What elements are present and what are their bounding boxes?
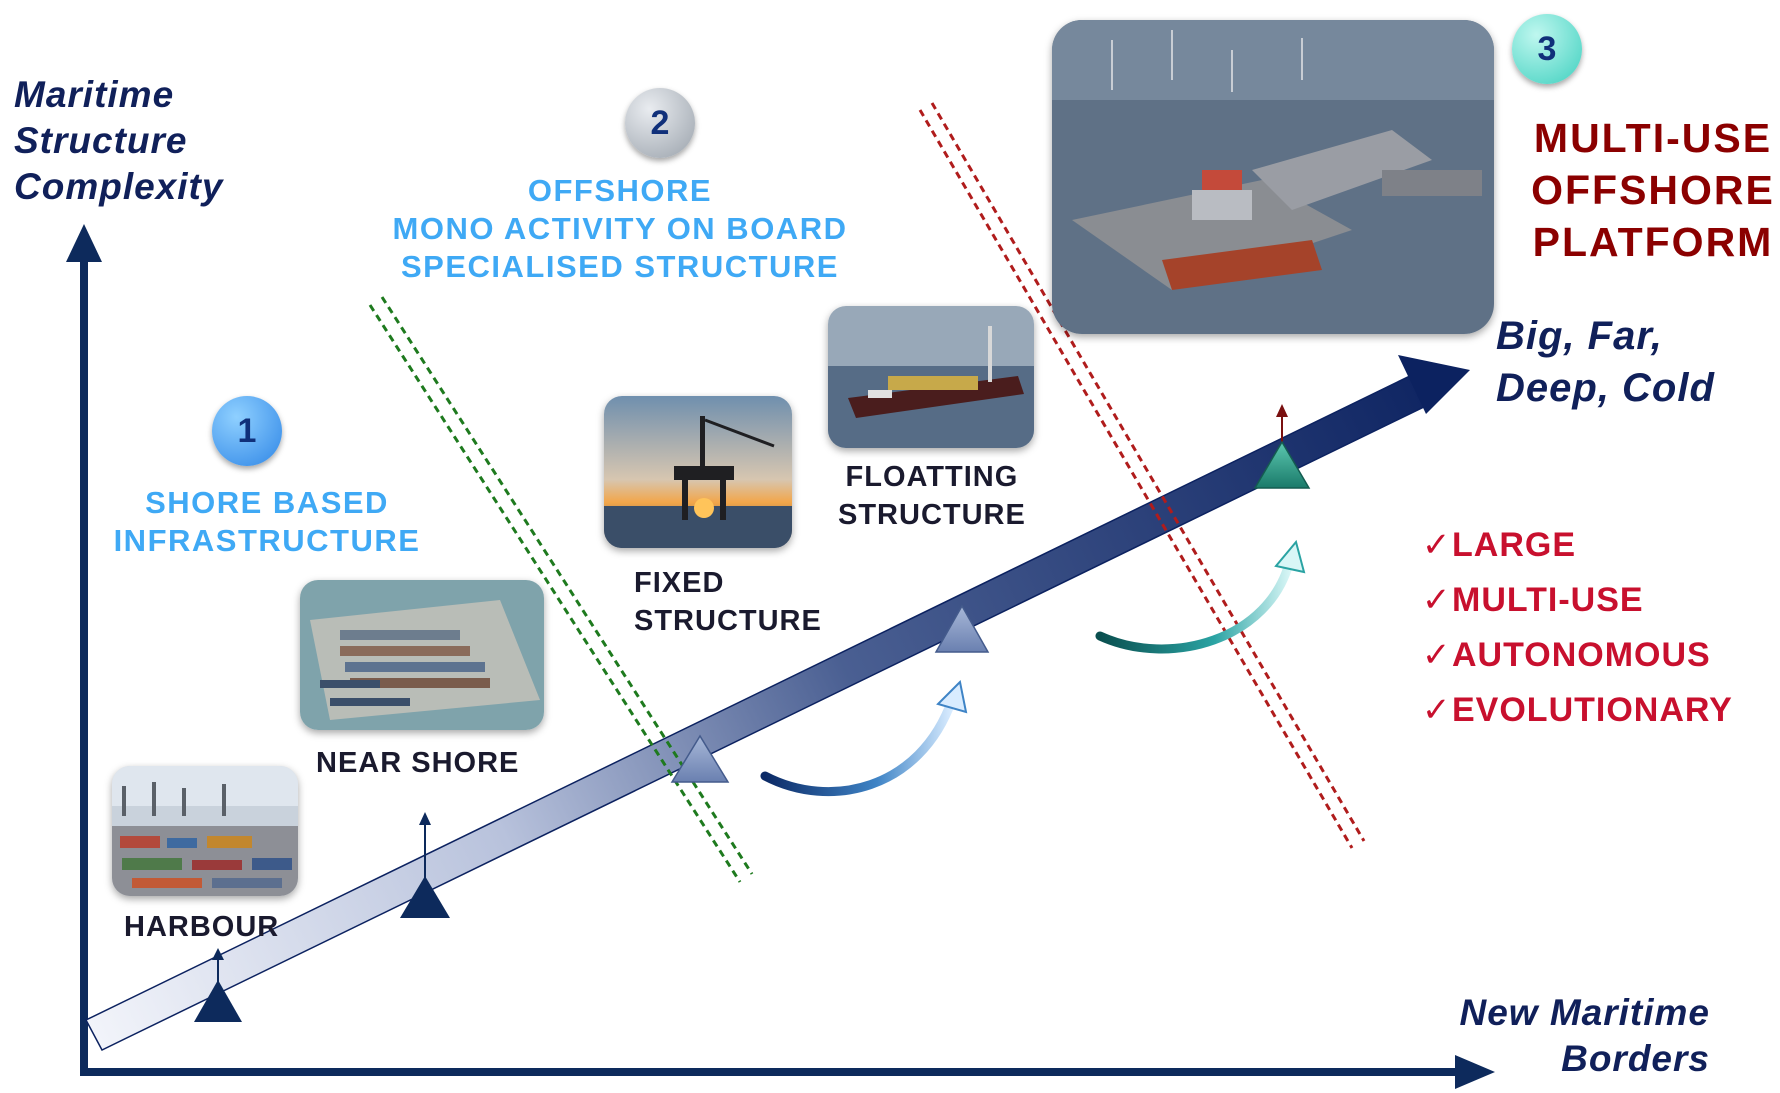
phase-2-label: OFFSHORE MONO ACTIVITY ON BOARD SPECIALI… — [340, 172, 900, 286]
phase-2-badge: 2 — [625, 88, 695, 158]
check-icon: ✓ — [1422, 636, 1452, 674]
marker-floating — [934, 604, 990, 653]
y-axis-label-line: Complexity — [14, 166, 224, 207]
check-icon: ✓ — [1422, 581, 1452, 619]
near-shore-label-line: NEAR SHORE — [316, 747, 520, 779]
fixed-structure-label-line: FIXED — [634, 567, 725, 599]
floating-structure-image — [828, 306, 1034, 448]
phase-1-label: SHORE BASED INFRASTRUCTURE — [102, 484, 432, 560]
characteristic-text: AUTONOMOUS — [1452, 636, 1711, 674]
y-axis — [66, 224, 102, 1072]
phase-3-label-line: PLATFORM — [1532, 219, 1774, 265]
divider-green — [368, 296, 754, 883]
characteristic-item: ✓AUTONOMOUS — [1422, 628, 1733, 683]
main-progression-arrow — [84, 355, 1470, 1051]
phase-1-label-line: INFRASTRUCTURE — [113, 523, 421, 558]
x-axis — [80, 1055, 1495, 1089]
check-icon: ✓ — [1422, 526, 1452, 564]
phase-2-label-line: OFFSHORE — [527, 173, 713, 208]
characteristic-text: LARGE — [1452, 526, 1576, 564]
characteristics-list: ✓LARGE ✓MULTI-USE ✓AUTONOMOUS ✓EVOLUTION… — [1422, 518, 1733, 738]
arrow-end-label: Big, Far, Deep, Cold — [1496, 310, 1715, 414]
y-axis-label: Maritime Structure Complexity — [14, 72, 223, 210]
phase-1-badge: 1 — [212, 396, 282, 466]
phase-2-label-line: MONO ACTIVITY ON BOARD — [392, 211, 848, 246]
fixed-structure-image — [604, 396, 792, 548]
harbour-label-line: HARBOUR — [124, 911, 280, 943]
harbour-image — [112, 766, 298, 896]
arrow-end-label-line: Deep, Cold — [1496, 366, 1715, 410]
x-axis-label-line: New Maritime — [1459, 992, 1710, 1033]
phase-3-label-line: OFFSHORE — [1531, 167, 1775, 213]
y-axis-label-line: Structure — [14, 120, 188, 161]
marker-fixed — [670, 734, 730, 783]
characteristic-text: EVOLUTIONARY — [1452, 691, 1733, 729]
transition-arrow-1 — [760, 679, 968, 797]
floating-structure-label-line: STRUCTURE — [838, 499, 1026, 531]
x-axis-label-line: Borders — [1561, 1038, 1710, 1079]
characteristic-item: ✓LARGE — [1422, 518, 1733, 573]
x-axis-label: New Maritime Borders — [1459, 990, 1710, 1082]
y-axis-label-line: Maritime — [14, 74, 175, 115]
marker-near-shore — [400, 812, 450, 918]
characteristic-item: ✓MULTI-USE — [1422, 573, 1733, 628]
fixed-structure-label: FIXED STRUCTURE — [634, 564, 822, 640]
check-icon: ✓ — [1422, 691, 1452, 729]
transition-arrow-2 — [1095, 539, 1306, 654]
fixed-structure-label-line: STRUCTURE — [634, 605, 822, 637]
marker-multi-use — [1253, 404, 1311, 489]
marker-harbour — [194, 948, 242, 1022]
harbour-label: HARBOUR — [124, 908, 279, 946]
phase-3-badge: 3 — [1512, 14, 1582, 84]
phase-3-label-line: MULTI-USE — [1533, 115, 1773, 161]
phase-2-label-line: SPECIALISED STRUCTURE — [401, 249, 839, 284]
multi-use-platform-image — [1052, 20, 1494, 334]
characteristic-item: ✓EVOLUTIONARY — [1422, 683, 1733, 738]
floating-structure-label-line: FLOATTING — [845, 461, 1019, 493]
phase-1-label-line: SHORE BASED — [145, 485, 389, 520]
phase-3-label: MULTI-USE OFFSHORE PLATFORM — [1528, 112, 1778, 268]
near-shore-image — [300, 580, 544, 730]
divider-red — [918, 102, 1366, 849]
arrow-end-label-line: Big, Far, — [1496, 314, 1663, 358]
floating-structure-label: FLOATTING STRUCTURE — [838, 458, 1026, 534]
near-shore-label: NEAR SHORE — [316, 744, 519, 782]
characteristic-text: MULTI-USE — [1452, 581, 1644, 619]
